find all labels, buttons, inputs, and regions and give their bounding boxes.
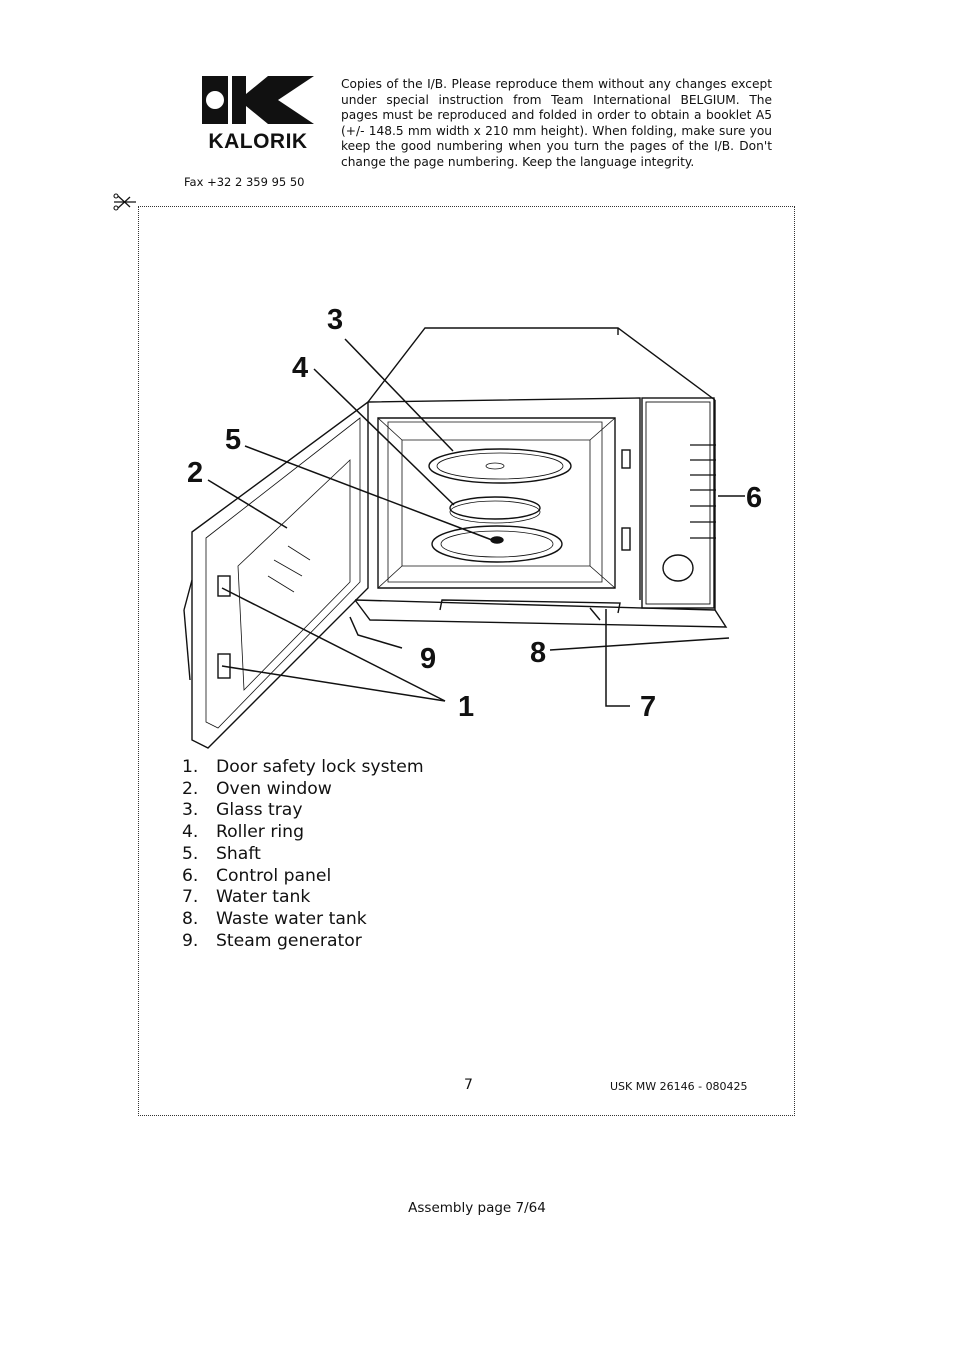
callout-4: 4 (292, 352, 308, 384)
list-item: 4.Roller ring (182, 822, 304, 843)
list-item: 3.Glass tray (182, 800, 303, 821)
page-frame (138, 206, 795, 1116)
list-item: 1.Door safety lock system (182, 757, 424, 777)
list-item: 9.Steam generator (182, 930, 362, 951)
reproduction-notice: Copies of the I/B. Please reproduce them… (341, 77, 772, 169)
callout-9: 9 (420, 643, 436, 675)
svg-text:KALORIK: KALORIK (208, 130, 307, 152)
callout-3: 3 (327, 304, 343, 336)
document-code: USK MW 26146 - 080425 (610, 1080, 748, 1093)
list-item: 8.Waste water tank (182, 908, 367, 929)
fax-number: Fax +32 2 359 95 50 (184, 175, 305, 189)
callout-1: 1 (458, 691, 474, 723)
list-item: 7.Water tank (182, 887, 311, 908)
kalorik-logo: KALORIK (202, 76, 314, 152)
list-item: 2.Oven window (182, 778, 332, 799)
assembly-page-label: Assembly page 7/64 (408, 1200, 546, 1216)
list-item: 5.Shaft (182, 843, 261, 864)
callout-5: 5 (225, 424, 241, 456)
scissors-icon (113, 193, 136, 211)
parts-list: 1.Door safety lock system 2.Oven window … (182, 757, 424, 952)
callout-7: 7 (640, 691, 656, 723)
callout-2: 2 (187, 457, 203, 489)
callout-8: 8 (530, 637, 546, 669)
microwave-diagram: 3 4 5 2 6 9 8 1 7 (183, 304, 762, 749)
list-item: 6.Control panel (182, 865, 332, 886)
page-number: 7 (464, 1077, 473, 1093)
callout-6: 6 (746, 482, 762, 514)
